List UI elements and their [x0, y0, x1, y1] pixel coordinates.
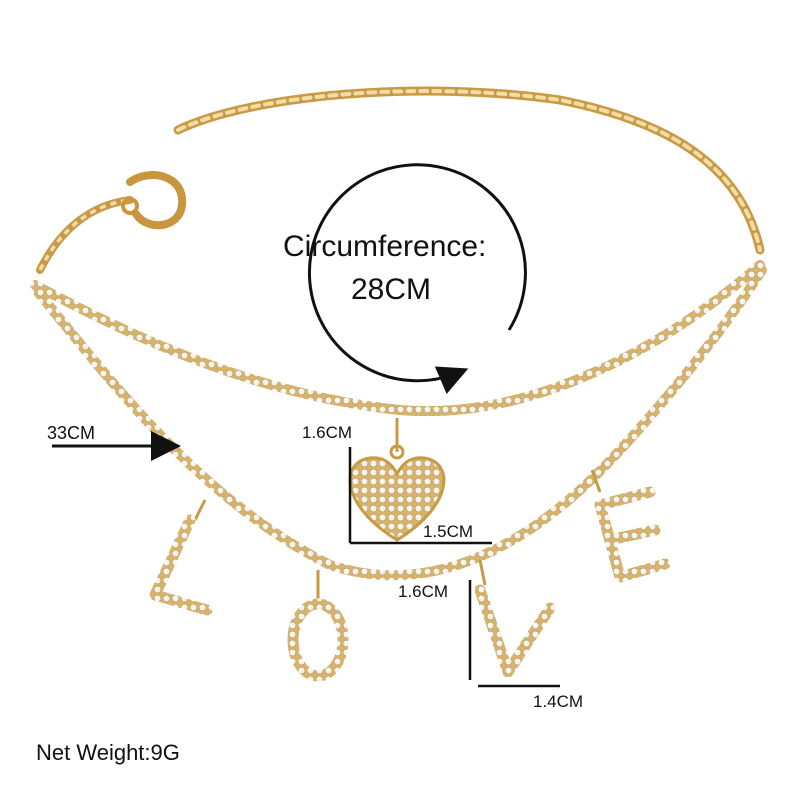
heart-height-measurement: 1.6CM — [302, 423, 353, 442]
letter-dimension-lines — [468, 580, 560, 688]
length-measurement: 33CM — [47, 423, 96, 443]
extender-chain — [173, 86, 765, 255]
clasp-chain — [36, 196, 134, 274]
heart-width-measurement: 1.5CM — [423, 522, 474, 541]
heart-dimension-lines — [348, 447, 492, 545]
lower-rhinestone-strand — [33, 265, 767, 581]
letter-width-measurement: 1.4CM — [533, 692, 584, 711]
letter-height-measurement: 1.6CM — [398, 582, 449, 601]
pendant-letter-v — [474, 559, 556, 678]
circumference-label: Circumference: — [283, 230, 487, 263]
upper-rhinestone-strand — [30, 260, 765, 416]
circumference-arrow — [307, 163, 527, 395]
net-weight-label: Net Weight:9G — [36, 740, 180, 765]
circumference-value: 28CM — [351, 273, 432, 306]
pendant-letter-e — [590, 469, 671, 583]
pendant-letter-l — [149, 499, 213, 616]
heart-pendant — [348, 418, 446, 542]
pendant-letter-o — [287, 570, 349, 682]
lobster-clasp — [121, 171, 187, 230]
